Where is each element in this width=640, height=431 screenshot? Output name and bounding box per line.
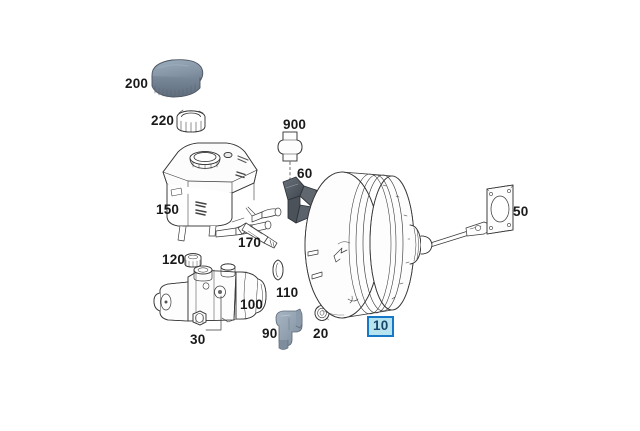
part-170-mounting-bolt xyxy=(237,222,278,249)
part-100-master-cylinder xyxy=(153,263,267,331)
part-30-hex-nut xyxy=(192,310,207,326)
part-200-reservoir-cap xyxy=(151,59,204,98)
callout-label-50[interactable]: 50 xyxy=(513,204,529,219)
callout-label-10-selected[interactable]: 10 xyxy=(367,316,395,337)
callout-label-20[interactable]: 20 xyxy=(313,326,329,341)
part-10-brake-booster xyxy=(304,171,490,319)
callout-label-150[interactable]: 150 xyxy=(156,202,180,217)
callout-label-120[interactable]: 120 xyxy=(162,252,186,267)
part-110-retaining-clip xyxy=(272,259,284,281)
callout-label-220[interactable]: 220 xyxy=(151,113,175,128)
callout-label-170[interactable]: 170 xyxy=(238,235,262,250)
callout-label-900[interactable]: 900 xyxy=(283,117,307,132)
part-120-cylinder-plug xyxy=(184,253,202,268)
callout-label-100[interactable]: 100 xyxy=(240,297,264,312)
callout-label-30[interactable]: 30 xyxy=(190,332,206,347)
callout-label-200[interactable]: 200 xyxy=(125,76,149,91)
callout-label-60[interactable]: 60 xyxy=(297,166,313,181)
part-900-grommet xyxy=(277,131,303,181)
part-90-elbow-fitting xyxy=(275,308,303,350)
part-220-cap-seal-ring xyxy=(176,109,206,133)
callout-label-110[interactable]: 110 xyxy=(276,285,299,300)
illustration-strokes xyxy=(151,59,514,350)
callout-label-90[interactable]: 90 xyxy=(262,326,278,341)
part-150-fluid-reservoir xyxy=(162,142,282,242)
part-50-mounting-gasket xyxy=(486,184,514,235)
